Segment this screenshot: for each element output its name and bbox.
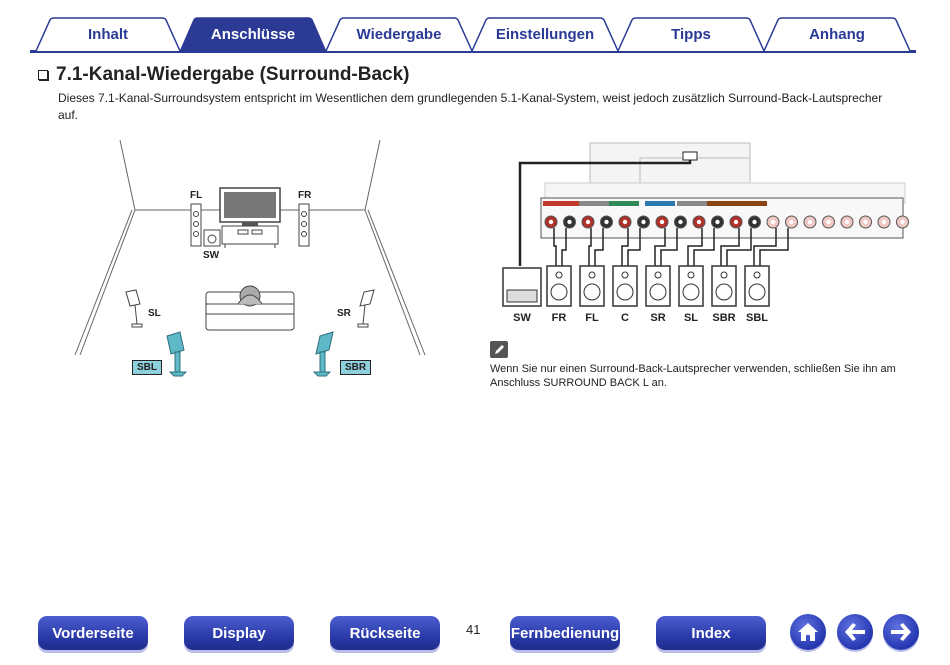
terminal-hole (659, 219, 665, 225)
terminal-hole (641, 219, 646, 225)
terminal-hole (807, 219, 813, 225)
speaker-wire (588, 228, 604, 266)
wiring-label: FL (585, 312, 599, 324)
terminal-hole (881, 219, 887, 225)
tab-einstellungen[interactable]: Einstellungen (471, 17, 619, 52)
terminal-hole (770, 219, 776, 225)
wiring-label: FR (551, 312, 567, 324)
tab-anschluesse[interactable]: Anschlüsse (178, 17, 328, 53)
terminal-hole (548, 219, 554, 225)
woofer-icon (715, 283, 733, 301)
tweeter-icon (687, 271, 695, 279)
terminal-hole (826, 219, 831, 225)
tab-wiedergabe[interactable]: Wiedergabe (325, 17, 473, 52)
wiring-label: SBR (712, 312, 736, 324)
tabs-underline (30, 50, 916, 53)
terminal-hole (585, 219, 591, 225)
speaker-wiring-diagram: SW FR FL C SR SL SBR SBL (495, 138, 915, 338)
tab-label: Wiedergabe (356, 26, 442, 43)
room-layout-diagram: FL FR SW SL SR SBL SBR (70, 139, 430, 390)
wiring-label: C (621, 312, 629, 324)
index-button[interactable]: Index (656, 616, 766, 650)
tab-inhalt[interactable]: Inhalt (35, 17, 181, 52)
terminal-hole (696, 219, 702, 225)
tab-label: Inhalt (88, 26, 128, 43)
label-sr: SR (337, 308, 351, 319)
wiring-label: SL (683, 312, 699, 324)
speaker-wire (654, 228, 678, 266)
tweeter-icon (621, 271, 629, 279)
back-arrow-icon[interactable] (837, 614, 873, 650)
forward-arrow-icon[interactable] (883, 614, 919, 650)
tab-label: Anhang (809, 26, 865, 43)
home-icon[interactable] (790, 614, 826, 650)
tab-label: Einstellungen (495, 26, 595, 43)
section-heading: 7.1-Kanal-Wiedergabe (Surround-Back) (38, 64, 410, 86)
speaker-wire (687, 228, 715, 266)
label-sl: SL (148, 308, 161, 319)
tweeter-icon (588, 271, 596, 279)
tweeter-icon (555, 271, 563, 279)
wiring-label: SBL (746, 312, 768, 324)
wiring-label: SW (513, 312, 531, 324)
woofer-icon (682, 283, 700, 301)
checkbox-icon (38, 70, 48, 80)
terminal-hole (752, 219, 757, 225)
tab-label: Anschlüsse (210, 26, 296, 43)
rueckseite-button[interactable]: Rückseite (330, 616, 440, 650)
woofer-icon (616, 283, 634, 301)
speaker-wire (720, 228, 752, 266)
tab-label: Tipps (671, 26, 711, 43)
page-title: 7.1-Kanal-Wiedergabe (Surround-Back) (56, 64, 410, 85)
fernbedienung-button[interactable]: Fernbedienung (510, 616, 620, 650)
tab-anhang[interactable]: Anhang (763, 17, 911, 52)
page-number: 41 (466, 622, 481, 637)
tweeter-icon (753, 271, 761, 279)
label-sbr: SBR (340, 360, 372, 375)
terminal-hole (733, 219, 739, 225)
vorderseite-button[interactable]: Vorderseite (38, 616, 148, 650)
label-sbl: SBL (132, 360, 162, 375)
woofer-icon (583, 283, 601, 301)
wiring-illustration (502, 142, 909, 307)
speaker-wire (753, 228, 789, 266)
label-fl: FL (190, 190, 203, 201)
speaker-wire (621, 228, 641, 266)
woofer-icon (550, 283, 568, 301)
terminal-hole (863, 219, 868, 225)
terminal-hole (900, 219, 905, 225)
terminal-hole (678, 219, 683, 225)
note-text: Wenn Sie nur einen Surround-Back-Lautspr… (490, 363, 896, 389)
pencil-icon (490, 341, 508, 358)
tweeter-icon (654, 271, 662, 279)
terminal-hole (604, 219, 609, 225)
top-tabs: Inhalt Anschlüsse Wiedergabe Einstellung… (30, 14, 916, 54)
intro-paragraph: Dieses 7.1-Kanal-Surroundsystem entspric… (58, 91, 883, 122)
label-sw: SW (203, 250, 220, 261)
terminal-hole (715, 219, 720, 225)
room-illustration (74, 139, 426, 377)
speaker-wire (553, 228, 567, 266)
terminal-hole (567, 219, 572, 225)
tab-tipps[interactable]: Tipps (617, 17, 765, 52)
display-button[interactable]: Display (184, 616, 294, 650)
terminal-hole (622, 219, 628, 225)
terminal-hole (844, 219, 850, 225)
label-fr: FR (298, 190, 312, 201)
wiring-label: SR (650, 312, 666, 324)
terminal-hole (789, 219, 794, 225)
woofer-icon (649, 283, 667, 301)
tv-icon (219, 187, 281, 248)
woofer-icon (748, 283, 766, 301)
subwoofer-front-icon (506, 289, 538, 303)
tweeter-icon (720, 271, 728, 279)
